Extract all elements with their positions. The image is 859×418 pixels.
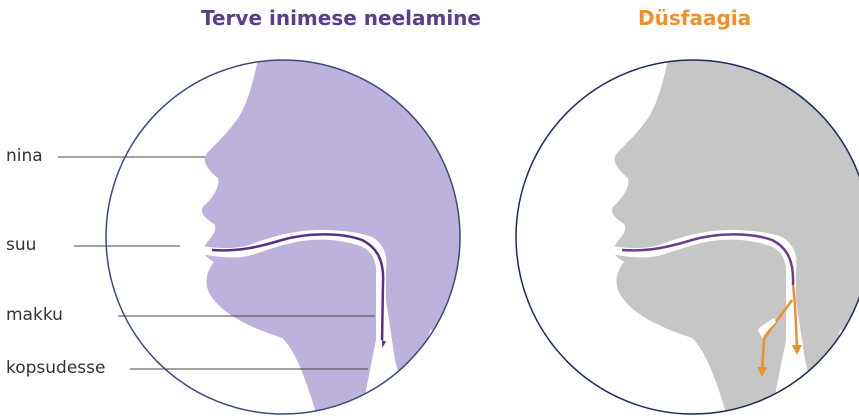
label-nose: nina — [6, 146, 43, 166]
healthy-panel — [106, 40, 470, 418]
label-mouth: suu — [6, 235, 36, 255]
healthy-title: Terve inimese neelamine — [201, 6, 481, 30]
dysphagia-title: Düsfaagia — [638, 6, 751, 30]
label-lungs: kopsudesse — [6, 358, 106, 378]
dysphagia-panel — [516, 40, 859, 418]
dysphagia-head-silhouette — [612, 40, 859, 418]
healthy-airway-right — [376, 340, 384, 380]
label-throat: makku — [6, 305, 63, 325]
healthy-head-silhouette — [202, 40, 470, 418]
